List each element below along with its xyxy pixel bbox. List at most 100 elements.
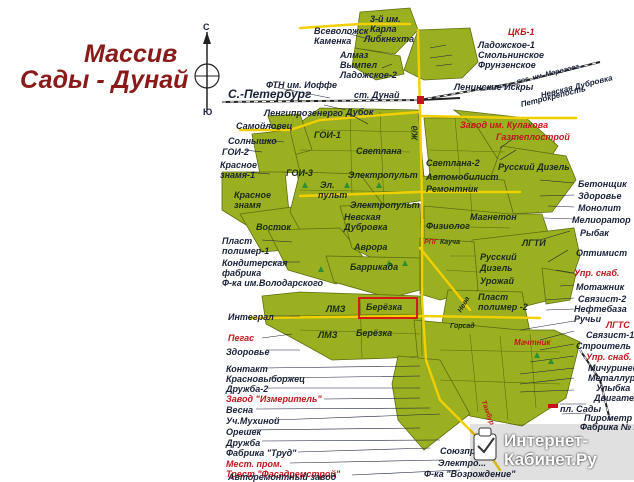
plot-boundaries [289, 109, 561, 421]
label-fiziolog: Физиолог [426, 221, 470, 231]
label-el: Эл. [320, 180, 335, 190]
south-station-marker [548, 404, 558, 408]
road-south [248, 314, 542, 320]
label-russky-dizel: Русский Дизель [498, 162, 570, 172]
label-elektro: Электро... [438, 458, 487, 468]
label-zdorovye: Здоровье [226, 347, 270, 357]
label-libknekhta: Либкнехта [364, 34, 415, 44]
map-title-line-1: Массив [84, 40, 178, 68]
label-samoylovets: Самойловец [236, 121, 293, 131]
label-fabrika-trud: Фабрика "Труд" [226, 448, 297, 458]
label-urozhay: Урожай [480, 276, 514, 286]
label-lmz-north: ЛМЗ [326, 304, 346, 314]
label-vostok: Восток [256, 222, 291, 232]
label-solnyshko: Солнышко [228, 136, 277, 146]
label-dubrovka: Дубровка [344, 222, 388, 232]
label-beryozka-highlighted: Берёзка [366, 302, 403, 312]
label-krasnovyborzhets: Красновыборжец [226, 374, 305, 384]
label-dubok: Дубок [346, 107, 374, 117]
label-kulakova: Завод им. Кулакова [460, 120, 549, 130]
label-konditerskaya: Кондитерская [222, 258, 288, 268]
label-dizel: Дизель [480, 263, 513, 273]
plot-karl-libknekht [354, 7, 419, 55]
label-ruchyi: Ручьи [574, 314, 602, 324]
label-metallurg: Металлург [588, 373, 634, 383]
label-polimer-1: полимер-1 [222, 246, 270, 256]
label-zhd: Ж/д [410, 125, 420, 141]
label-krasnoe-1: Красное [220, 160, 257, 170]
plot-south [391, 355, 471, 451]
plot-barrikada [325, 255, 421, 299]
label-neftebaza: Нефтебаза [574, 304, 627, 314]
label-betonshchik: Бетонщик [578, 179, 627, 189]
railways [221, 61, 611, 421]
highlighted-plot-frame [358, 297, 418, 319]
label-gazteplostroy: Газтеплострой [496, 132, 570, 142]
label-dvigatel: Двигатель [594, 393, 634, 403]
label-svetlana: Светлана [356, 146, 402, 156]
label-druzhba: Дружба [226, 438, 261, 448]
label-vsevolozhsk: Всеволожск [314, 26, 369, 36]
label-mest-prom: Мест. пром. [226, 459, 283, 469]
label-beryozka-south: Берёзка [356, 328, 393, 338]
label-volodarskogo: Ф-ка им.Володарского [222, 278, 324, 288]
label-znamya-1: знамя-1 [220, 170, 255, 180]
label-rybak: Рыбак [580, 228, 609, 238]
road-north-west [298, 22, 412, 30]
label-oreshek: Орешек [226, 427, 262, 437]
label-soyuzpro: Союзпро... [440, 446, 489, 456]
label-goi-1: ГОИ-1 [314, 130, 341, 140]
label-upr-snab-1: Упр. снаб. [574, 268, 620, 278]
label-ladozhskoe-2: Ладожское-2 [340, 70, 397, 80]
label-meliorator: Мелиоратор [572, 215, 631, 225]
label-plast: Пласт [222, 236, 253, 246]
label-ftn-ioffe: ФТН им. Иоффе [266, 80, 338, 90]
station-marker [417, 96, 424, 104]
label-svyazist-1: Связист-1 [586, 330, 634, 340]
label-rpg: РПГ [424, 239, 438, 246]
railway-east-ties [419, 61, 601, 101]
label-mukhinoy: Уч.Мухиной [226, 416, 280, 426]
label-nevskaya: Невская [344, 212, 381, 222]
label-avrora: Аврора [354, 242, 388, 252]
label-electropult: Электропульт [350, 200, 420, 210]
label-svyazist-2: Связист-2 [578, 294, 627, 304]
label-pegas: Пегас [228, 333, 255, 343]
label-zdorovye-east: Здоровье [578, 191, 622, 201]
label-druzhba-2: Дружба-2 [226, 384, 269, 394]
label-goi-2: ГОИ-2 [222, 147, 249, 157]
label-fabrika: фабрика [222, 268, 262, 278]
label-electropult-north: Электропульт [348, 170, 418, 180]
roads [238, 22, 578, 472]
label-smolninskoe: Смольнинское [478, 50, 545, 60]
watermark-badge [470, 424, 634, 480]
label-barrikada: Баррикада [350, 262, 399, 272]
label-gorsad: Горсад [450, 323, 475, 330]
label-vozrozhdenie: Ф-ка "Возрождение" [424, 469, 516, 479]
label-lmz-south: ЛМЗ [318, 330, 338, 340]
label-stroitel: Строитель [576, 341, 631, 351]
watermark-text-1: Интернет- [504, 431, 589, 450]
label-zavod-izmeritel: Завод "Измеритель" [226, 394, 322, 404]
compass-south-label: Ю [203, 107, 213, 117]
plot-ladozhskoe [403, 27, 479, 81]
road-west [238, 110, 422, 132]
label-kontakt: Контакт [226, 364, 268, 374]
label-pirometr: Пирометр [584, 413, 633, 423]
plot-small-east [541, 267, 577, 305]
label-goi-3: ГОИ-3 [286, 168, 313, 178]
railway-city-label: С.-Петербург [228, 87, 312, 101]
label-krasnoe: Красное [234, 190, 271, 200]
label-pl-sady: пл. Сады [560, 404, 602, 414]
label-frunzenskoe: Фрунзенское [478, 60, 536, 70]
label-remontnik: Ремонтник [426, 184, 478, 194]
label-pult: пульт [318, 190, 348, 200]
label-avtomobilist: Автомобилист [426, 172, 499, 182]
label-monolit: Монолит [578, 203, 622, 213]
label-polimer-2: полимер -2 [478, 302, 528, 312]
label-motazhnik: Мотажник [576, 282, 625, 292]
label-ladozhskoe-1: Ладожское-1 [478, 40, 535, 50]
label-znamya: знамя [234, 200, 261, 210]
label-machtnik: Мачтник [514, 338, 551, 347]
